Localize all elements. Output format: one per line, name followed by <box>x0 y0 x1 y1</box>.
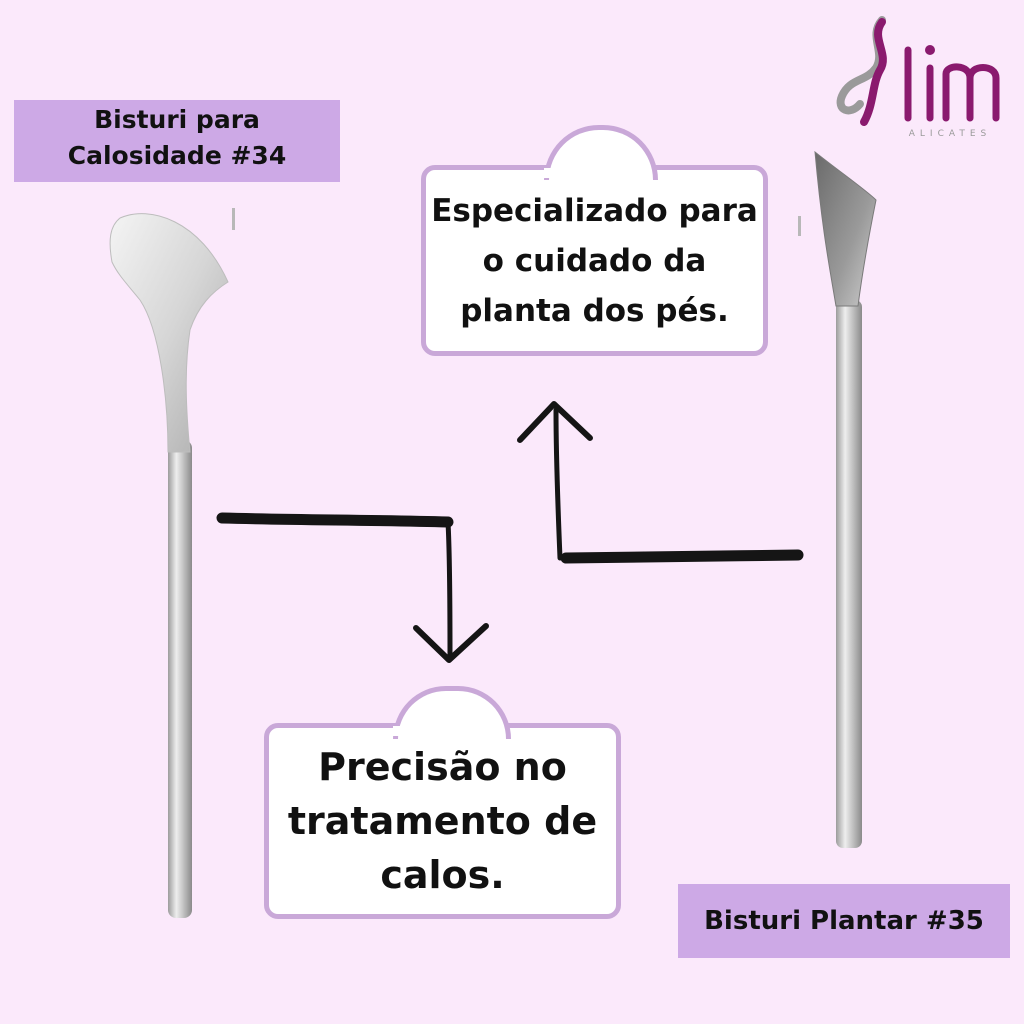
plantar-callout-line3: planta dos pés. <box>460 292 729 329</box>
plantar-callout-text: Especializado para o cuidado da planta d… <box>431 186 758 336</box>
callus-scalpel-label: Bisturi para Calosidade #34 <box>14 100 340 182</box>
callus-callout-bubble: Precisão no tratamento de calos. <box>264 686 621 919</box>
arrow-to-bottom-callout <box>216 512 489 663</box>
callus-callout-line3: calos. <box>380 853 505 897</box>
plantar-scalpel-label-text: Bisturi Plantar #35 <box>704 906 984 936</box>
plantar-callout-line1: Especializado para <box>431 192 758 229</box>
logo-tagline: ALICATES <box>909 129 991 139</box>
slim-alicates-logo: ALICATES <box>820 8 1020 143</box>
plantar-scalpel-tool <box>798 150 877 848</box>
callus-callout-line2: tratamento de <box>287 799 598 843</box>
plantar-callout-bubble: Especializado para o cuidado da planta d… <box>421 125 768 356</box>
arrow-to-top-callout <box>517 401 804 564</box>
plantar-scalpel-label: Bisturi Plantar #35 <box>678 884 1010 958</box>
callus-scalpel-tool <box>109 208 235 918</box>
callus-callout-line1: Precisão no <box>318 745 567 789</box>
callus-scalpel-label-line1: Bisturi para <box>94 105 260 134</box>
plantar-callout-line2: o cuidado da <box>482 242 707 279</box>
callus-scalpel-label-line2: Calosidade #34 <box>67 141 287 170</box>
callus-callout-text: Precisão no tratamento de calos. <box>288 740 597 902</box>
